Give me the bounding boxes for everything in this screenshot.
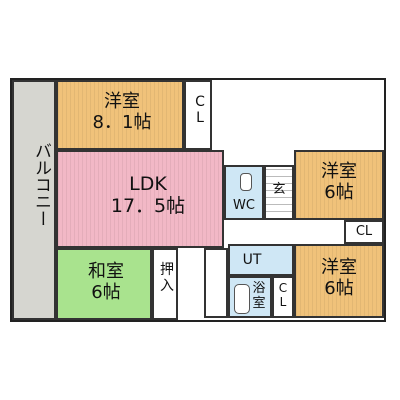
entrance: 玄 — [264, 165, 294, 220]
western-room-right-bottom: 洋室 6帖 — [294, 244, 384, 318]
closet-top: C L — [184, 80, 212, 150]
bathtub-icon — [234, 284, 250, 314]
japanese-room-label: 和室 6帖 — [88, 261, 124, 303]
balcony-label: バルコニー — [31, 142, 51, 227]
bath: 浴 室 — [228, 276, 272, 318]
entrance-label: 玄 — [272, 182, 286, 197]
closet-right-label: CL — [355, 224, 373, 239]
wc-label: WC — [233, 198, 255, 213]
western-room-right-bottom-label: 洋室 6帖 — [321, 257, 357, 299]
ldk: LDK 17．5帖 — [56, 150, 224, 248]
toilet-icon — [240, 173, 252, 191]
closet-right: CL — [344, 220, 384, 244]
oshiire: 押 入 — [152, 248, 178, 320]
western-room-top-label: 洋室 8．1帖 — [92, 91, 152, 133]
bath-label: 浴 室 — [252, 281, 266, 311]
closet-bottom: C L — [272, 276, 294, 318]
closet-bottom-label: C L — [278, 281, 288, 309]
oshiire-label: 押 入 — [160, 262, 174, 295]
balcony: バルコニー — [12, 80, 56, 320]
kitchen-counter — [204, 248, 228, 318]
western-room-right-top: 洋室 6帖 — [294, 150, 384, 220]
closet-top-label: C L — [195, 94, 205, 127]
ldk-label: LDK 17．5帖 — [110, 173, 186, 217]
wc: WC — [224, 165, 264, 220]
ut-label: UT — [242, 252, 262, 268]
japanese-room: 和室 6帖 — [56, 248, 152, 320]
ut: UT — [228, 244, 294, 276]
western-room-right-top-label: 洋室 6帖 — [321, 161, 357, 203]
western-room-top: 洋室 8．1帖 — [56, 80, 184, 150]
